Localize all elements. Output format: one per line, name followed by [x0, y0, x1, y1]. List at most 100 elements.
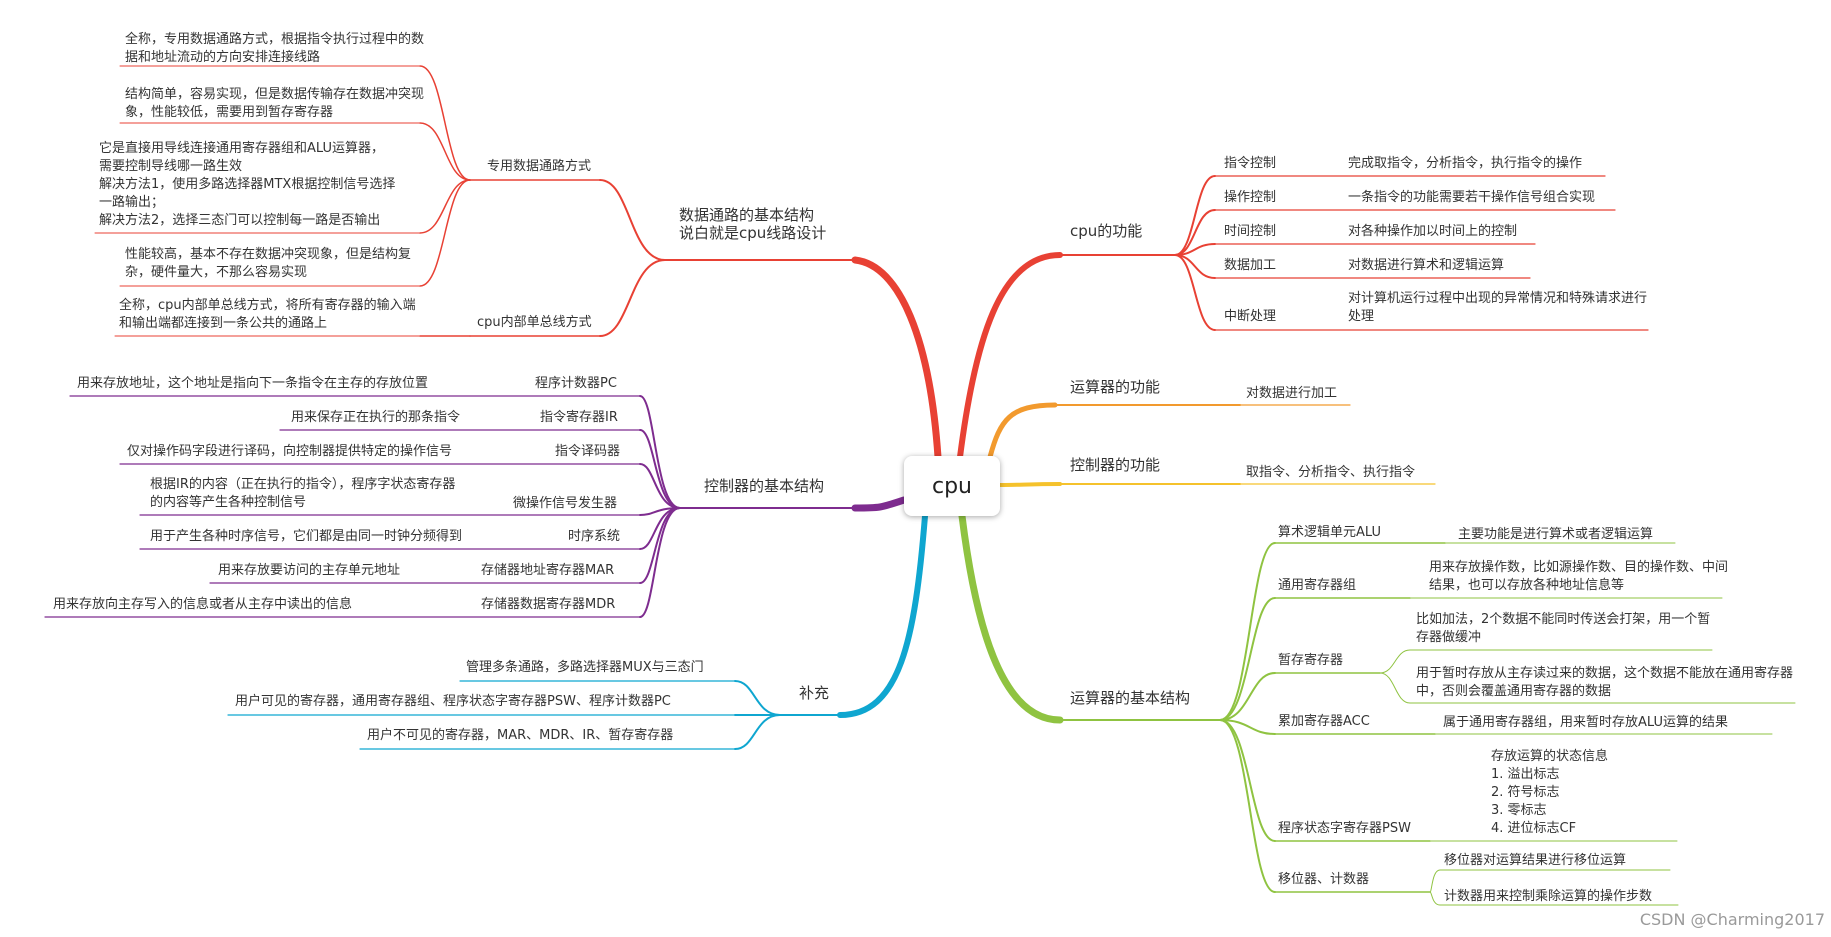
- note-mdr: 用来存放向主存写入的信息或者从主存中读出的信息: [53, 597, 353, 612]
- connector-dedicated-note-4: [419, 179, 471, 287]
- note-psw-line-3: 2. 符号标志: [1491, 785, 1560, 800]
- note-dedicated-4: 性能较高，基本不存在数据冲突现象，但是结构复杂，硬件量大，不那么容易实现: [125, 247, 412, 280]
- connector-shifter-note-1: [1429, 869, 1441, 893]
- note-micro-op: 根据IR的内容（正在执行的指令），程序字状态寄存器的内容等产生各种控制信号: [150, 477, 456, 510]
- note-pc: 用来存放地址，这个地址是指向下一条指令在主存的存放位置: [77, 376, 429, 391]
- item-time-control[interactable]: 时间控制: [1224, 224, 1277, 239]
- connector-controller-structure: [851, 496, 908, 512]
- note-psw-line-1: 存放运算的状态信息: [1491, 749, 1609, 764]
- note-ir: 用来保存正在执行的那条指令: [291, 410, 461, 425]
- note-dedicated-3-line-1: 它是直接用导线连接通用寄存器组和ALU运算器，: [99, 141, 385, 156]
- connector-dedicated-note-3: [419, 179, 471, 234]
- connector-alu-structure: [958, 512, 1064, 724]
- topic-alu-structure[interactable]: 运算器的基本结构: [1070, 689, 1191, 707]
- item-interrupt[interactable]: 中断处理: [1224, 309, 1277, 324]
- note-psw: 存放运算的状态信息 1. 溢出标志 2. 符号标志 3. 零标志 4. 进位标志…: [1491, 748, 1608, 838]
- note-interrupt: 对计算机运行过程中出现的异常情况和特殊请求进行处理: [1348, 291, 1648, 324]
- note-gpr: 用来存放操作数，比如源操作数、目的操作数、中间结果，也可以存放各种地址信息等: [1429, 560, 1729, 593]
- item-temp[interactable]: 暂存寄存器: [1278, 653, 1344, 668]
- connector-decoder: [639, 463, 681, 509]
- note-psw-line-5: 4. 进位标志CF: [1491, 821, 1577, 836]
- topic-supplement[interactable]: 补充: [799, 684, 830, 702]
- connector-temp-note-2: [1379, 672, 1411, 704]
- item-pc[interactable]: 程序计数器PC: [535, 376, 617, 391]
- subtopic-dedicated[interactable]: 专用数据通路方式: [487, 159, 592, 174]
- supplement-item-3: 用户不可见的寄存器，MAR、MDR、IR、暂存寄存器: [367, 728, 674, 743]
- root-node-cpu[interactable]: cpu: [904, 456, 1000, 516]
- note-time-control: 对各种操作加以时间上的控制: [1348, 224, 1518, 239]
- connector-mdr: [639, 507, 681, 618]
- supplement-item-2: 用户可见的寄存器，通用寄存器组、程序状态字寄存器PSW、程序计数器PC: [235, 694, 671, 709]
- connector-supplement-3: [734, 714, 781, 750]
- item-alu[interactable]: 算术逻辑单元ALU: [1278, 525, 1382, 540]
- connector-ir: [639, 429, 681, 509]
- note-instr-control: 完成取指令，分析指令，执行指令的操作: [1348, 156, 1583, 171]
- topic-controller-structure[interactable]: 控制器的基本结构: [704, 477, 825, 495]
- topic-controller-function[interactable]: 控制器的功能: [1070, 456, 1161, 474]
- note-dedicated-3-line-2: 需要控制导线哪一路生效: [99, 159, 243, 174]
- note-decoder: 仅对操作码字段进行译码，向控制器提供特定的操作信号: [127, 444, 453, 459]
- connector-shifter: [1219, 719, 1276, 893]
- connector-alu: [1219, 542, 1276, 721]
- note-dedicated-1: 全称，专用数据通路方式，根据指令执行过程中的数据和地址流动的方向安排连接线路: [125, 32, 425, 65]
- item-mar[interactable]: 存储器地址寄存器MAR: [481, 563, 615, 578]
- note-dedicated-3-line-5: 解决方法2，选择三态门可以控制每一路是否输出: [99, 213, 381, 228]
- item-ir[interactable]: 指令寄存器IR: [540, 410, 618, 425]
- connector-controller-function: [998, 482, 1062, 487]
- note-shifter-1: 移位器对运算结果进行移位运算: [1444, 853, 1627, 868]
- note-dedicated-2: 结构简单，容易实现，但是数据传输存在数据冲突现象，性能较低，需要用到暂存寄存器: [125, 87, 425, 120]
- note-shifter-2: 计数器用来控制乘除运算的操作步数: [1444, 889, 1653, 904]
- item-decoder[interactable]: 指令译码器: [555, 444, 621, 459]
- topic-alu-function[interactable]: 运算器的功能: [1070, 378, 1161, 396]
- topic-datapath-line-1: 数据通路的基本结构: [679, 206, 815, 224]
- connector-internal-bus: [599, 259, 666, 337]
- note-dedicated-3-line-4: 一路输出；: [99, 195, 165, 210]
- note-controller-function: 取指令、分析指令、执行指令: [1246, 465, 1416, 480]
- connector-alu-function: [987, 402, 1058, 460]
- connector-pc: [639, 395, 681, 509]
- item-mdr[interactable]: 存储器数据寄存器MDR: [481, 597, 616, 612]
- item-data-processing[interactable]: 数据加工: [1224, 258, 1277, 273]
- connector-dedicated-note-2: [419, 122, 471, 181]
- item-psw[interactable]: 程序状态字寄存器PSW: [1278, 821, 1411, 836]
- connector-temp-note-1: [1379, 649, 1411, 674]
- subtopic-internal-bus[interactable]: cpu内部单总线方式: [477, 315, 592, 330]
- watermark: CSDN @Charming2017: [1639, 910, 1825, 929]
- item-acc[interactable]: 累加寄存器ACC: [1278, 714, 1370, 729]
- item-timing[interactable]: 时序系统: [568, 529, 621, 544]
- item-op-control[interactable]: 操作控制: [1224, 190, 1277, 205]
- connector-interrupt: [1174, 254, 1216, 331]
- note-temp-2: 用于暂时存放从主存读过来的数据，这个数据不能放在通用寄存器中，否则会覆盖通用寄存…: [1416, 666, 1794, 699]
- supplement-item-1: 管理多条通路，多路选择器MUX与三态门: [466, 660, 704, 675]
- connector-dedicated: [599, 179, 666, 261]
- topic-datapath-line-2: 说白就是cpu线路设计: [679, 224, 827, 242]
- connector-instr-control: [1174, 175, 1216, 256]
- note-temp-1: 比如加法，2个数据不能同时传送会打架，用一个暂存器做缓冲: [1416, 612, 1711, 645]
- topic-datapath[interactable]: 数据通路的基本结构 说白就是cpu线路设计: [679, 206, 826, 242]
- item-micro-op[interactable]: 微操作信号发生器: [513, 496, 618, 511]
- connector-datapath: [851, 256, 942, 461]
- item-shifter[interactable]: 移位器、计数器: [1278, 872, 1370, 887]
- note-dedicated-3: 它是直接用导线连接通用寄存器组和ALU运算器， 需要控制导线哪一路生效 解决方法…: [99, 140, 395, 230]
- note-dedicated-3-line-3: 解决方法1，使用多路选择器MTX根据控制信号选择: [99, 177, 396, 192]
- connector-supplement: [837, 513, 928, 718]
- note-timing: 用于产生各种时序信号，它们都是由同一时钟分频得到: [150, 529, 463, 544]
- connector-gpr: [1219, 597, 1276, 721]
- item-instr-control[interactable]: 指令控制: [1224, 156, 1277, 171]
- topic-cpu-functions[interactable]: cpu的功能: [1070, 222, 1143, 240]
- note-psw-line-4: 3. 零标志: [1491, 803, 1547, 818]
- connector-cpu-functions: [957, 252, 1063, 460]
- note-psw-line-2: 1. 溢出标志: [1491, 767, 1560, 782]
- connector-psw: [1219, 719, 1276, 842]
- note-alu: 主要功能是进行算术或者逻辑运算: [1458, 527, 1654, 542]
- note-acc: 属于通用寄存器组，用来暂时存放ALU运算的结果: [1443, 715, 1729, 730]
- root-label: cpu: [931, 473, 972, 499]
- note-internal-bus: 全称，cpu内部单总线方式，将所有寄存器的输入端和输出端都连接到一条公共的通路上: [119, 298, 416, 331]
- note-alu-function: 对数据进行加工: [1246, 386, 1338, 401]
- note-op-control: 一条指令的功能需要若干操作信号组合实现: [1348, 190, 1596, 205]
- connector-temp: [1219, 672, 1276, 721]
- item-gpr[interactable]: 通用寄存器组: [1278, 578, 1357, 593]
- connector-supplement-1: [734, 680, 781, 716]
- note-mar: 用来存放要访问的主存单元地址: [218, 563, 401, 578]
